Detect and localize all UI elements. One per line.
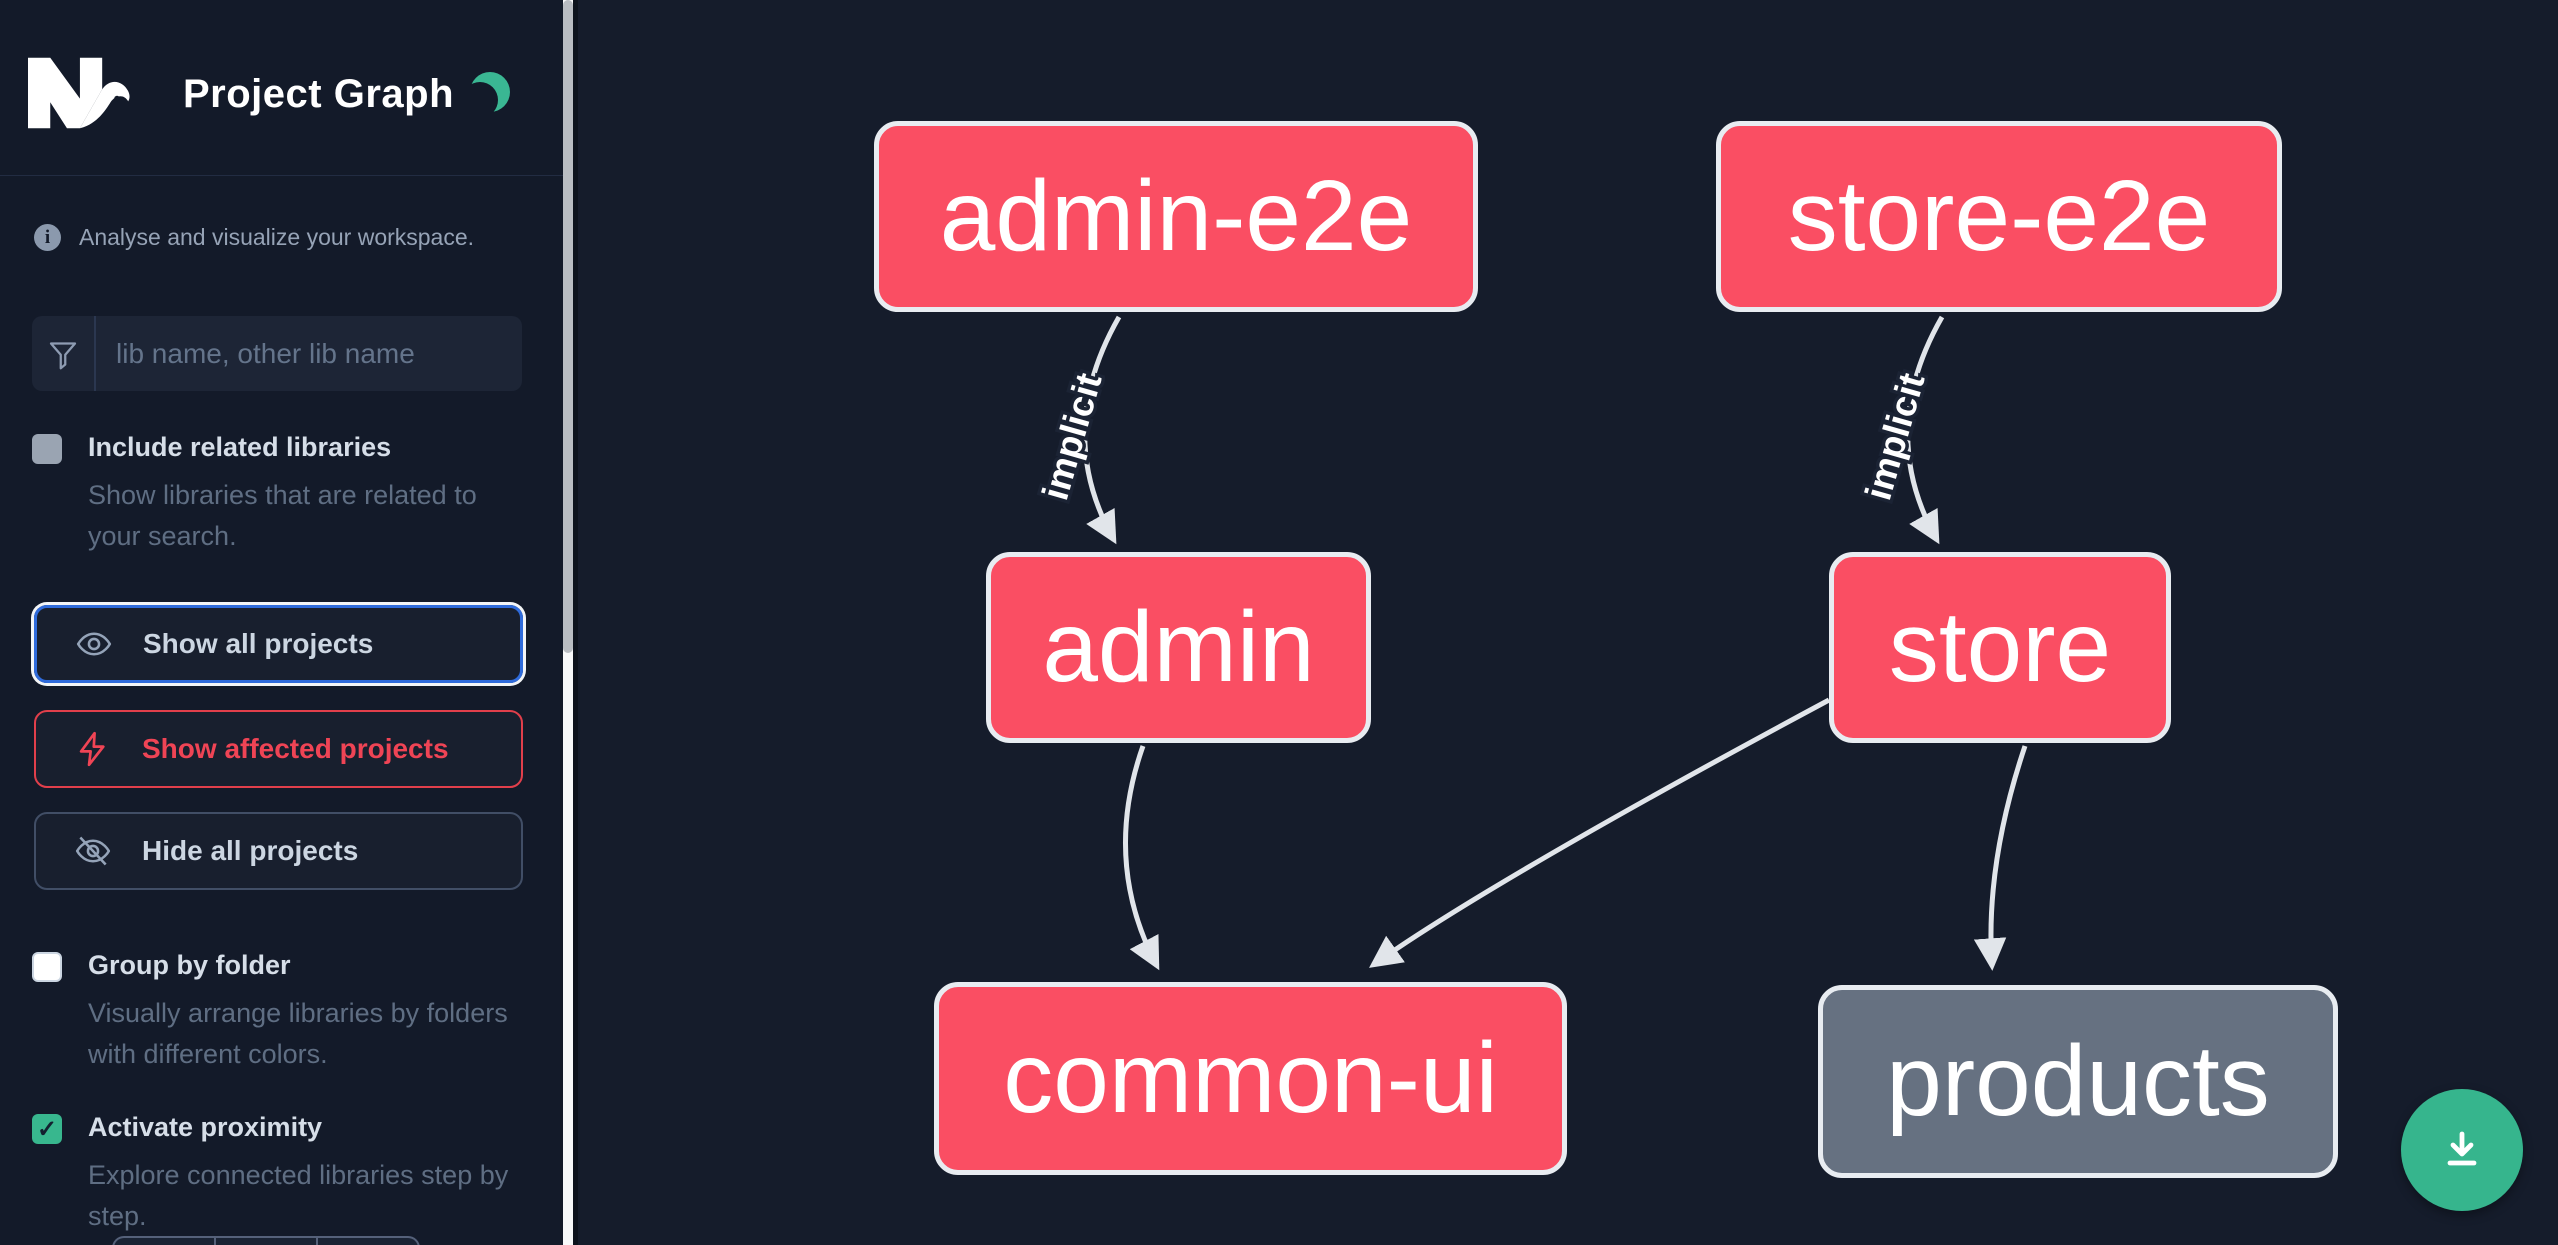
include-related-description: Show libraries that are related to your … <box>88 480 477 551</box>
theme-toggle-moon-icon[interactable] <box>470 72 510 112</box>
graph-node-store[interactable]: store <box>1829 552 2171 743</box>
canvas-left-shade <box>573 0 578 1245</box>
checkmark-icon: ✓ <box>36 1115 58 1143</box>
include-related-label: Include related libraries <box>88 432 392 462</box>
group-by-folder-checkbox[interactable] <box>32 952 62 982</box>
group-by-folder-description: Visually arrange libraries by folders wi… <box>88 998 508 1069</box>
edge-admin-to-common-ui <box>1123 745 1160 971</box>
edge-admin-e2e-to-admin <box>1082 315 1122 545</box>
nx-logo-icon <box>28 57 130 129</box>
activate-proximity-label: Activate proximity <box>88 1112 323 1142</box>
activate-proximity-description: Explore connected libraries step by step… <box>88 1160 509 1231</box>
sidebar: Project Graph i Analyse and visualize yo… <box>0 0 563 1245</box>
hide-all-projects-button[interactable]: Hide all projects <box>34 812 523 890</box>
download-icon <box>2447 1131 2477 1166</box>
search-input[interactable] <box>96 316 522 391</box>
search-box <box>32 316 522 391</box>
info-icon: i <box>34 224 61 251</box>
node-label: store <box>1888 591 2112 703</box>
show-affected-projects-label: Show affected projects <box>142 733 449 764</box>
show-affected-projects-button[interactable]: Show affected projects <box>34 710 523 788</box>
group-by-folder-label: Group by folder <box>88 950 291 980</box>
hide-all-projects-label: Hide all projects <box>142 835 359 866</box>
sidebar-scrollbar-thumb[interactable] <box>563 0 573 653</box>
stepper-increment[interactable] <box>318 1238 418 1245</box>
download-image-button[interactable] <box>2401 1089 2523 1211</box>
lightning-bolt-icon <box>79 731 105 767</box>
graph-node-products[interactable]: products <box>1818 985 2338 1178</box>
graph-node-admin[interactable]: admin <box>986 552 1371 743</box>
option-group-by-folder: Group by folder Visually arrange librari… <box>32 950 532 1075</box>
eye-icon <box>76 632 112 656</box>
project-graph-canvas[interactable]: implicit implicit admin-e2e store-e2e ad… <box>573 0 2558 1245</box>
node-label: products <box>1886 1025 2270 1137</box>
proximity-depth-stepper[interactable] <box>112 1236 420 1245</box>
node-label: admin-e2e <box>939 160 1413 272</box>
edge-store-e2e-to-store <box>1905 315 1945 545</box>
include-related-checkbox[interactable] <box>32 434 62 464</box>
edge-label-implicit-left: implicit <box>1034 369 1109 505</box>
workspace-intro: i Analyse and visualize your workspace. <box>34 224 474 251</box>
edge-store-to-common-ui <box>1369 697 1831 968</box>
show-all-projects-label: Show all projects <box>143 628 374 659</box>
activate-proximity-checkbox[interactable]: ✓ <box>32 1114 62 1144</box>
edge-store-to-products <box>1973 745 2028 971</box>
filter-funnel-icon <box>32 316 96 391</box>
option-include-related: Include related libraries Show libraries… <box>32 432 532 557</box>
sidebar-scrollbar[interactable] <box>563 0 573 1245</box>
graph-node-store-e2e[interactable]: store-e2e <box>1716 121 2282 312</box>
graph-edges: implicit implicit <box>1031 315 2028 971</box>
graph-node-admin-e2e[interactable]: admin-e2e <box>874 121 1478 312</box>
node-label: store-e2e <box>1787 160 2211 272</box>
stepper-decrement[interactable] <box>114 1238 216 1245</box>
sidebar-header: Project Graph <box>0 0 563 176</box>
edge-label-implicit-right: implicit <box>1857 369 1932 505</box>
option-activate-proximity: ✓ Activate proximity Explore connected l… <box>32 1112 532 1237</box>
page-title: Project Graph <box>183 72 455 116</box>
node-label: common-ui <box>1003 1022 1498 1134</box>
eye-off-icon <box>75 836 111 866</box>
intro-text: Analyse and visualize your workspace. <box>79 224 475 250</box>
stepper-value <box>216 1238 318 1245</box>
graph-node-common-ui[interactable]: common-ui <box>934 982 1567 1175</box>
show-all-projects-button[interactable]: Show all projects <box>34 605 523 683</box>
node-label: admin <box>1042 591 1315 703</box>
